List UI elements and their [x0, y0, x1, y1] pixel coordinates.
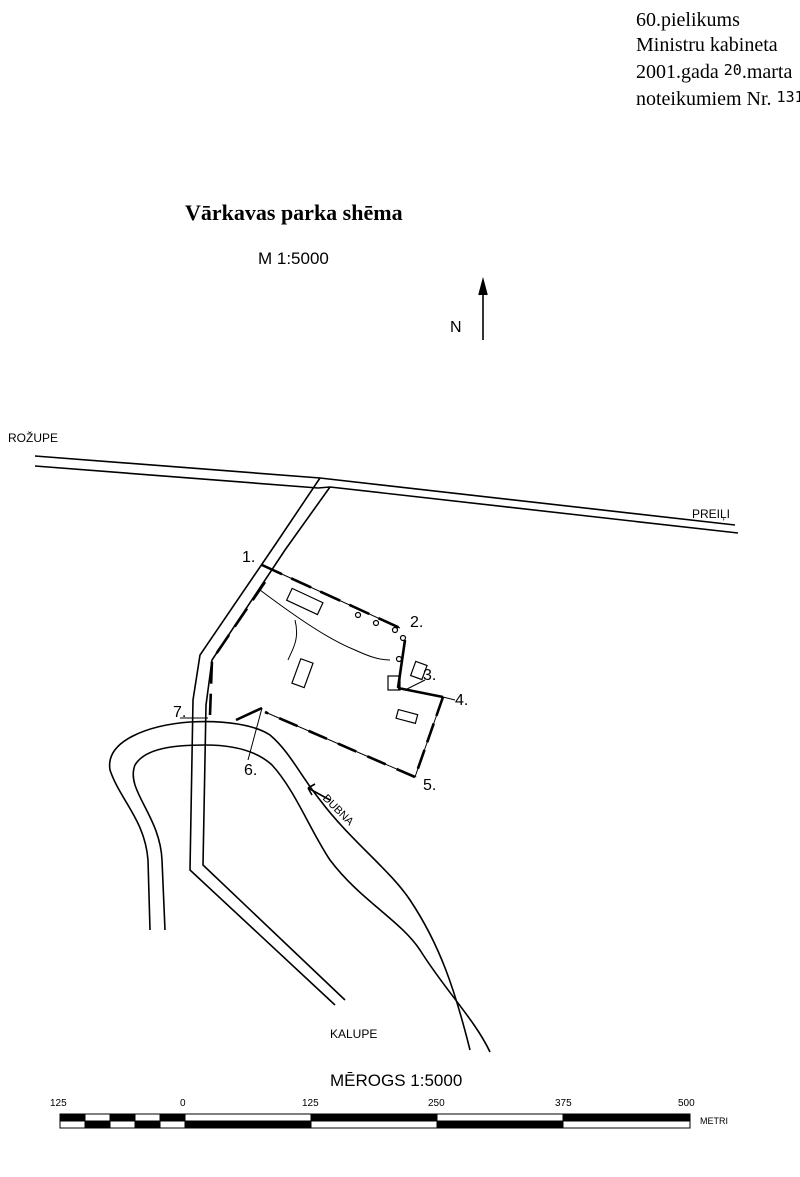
annex-date-year: 2001.gada — [636, 61, 724, 83]
scale-bar-title: MĒROGS 1:5000 — [330, 1071, 463, 1090]
scale-tick-label: 125 — [302, 1098, 319, 1109]
map-scale-label: M 1:5000 — [258, 249, 329, 268]
annex-regulation: noteikumiem Nr. 131 — [636, 85, 800, 112]
place-label-preili: PREIĻI — [692, 507, 731, 521]
annex-date-day: 20 — [723, 61, 742, 79]
road-rozupe-preili — [34, 455, 739, 534]
scale-unit: METRI — [700, 1116, 728, 1126]
place-label-rozupe: ROŽUPE — [8, 431, 59, 445]
annex-date-month: .marta — [741, 61, 793, 83]
scale-tick-label: 125 — [50, 1098, 67, 1109]
road-kalupe — [189, 477, 346, 1006]
park-buildings — [285, 587, 428, 725]
park-paths — [180, 564, 456, 778]
page-title: Vārkavas parka shēma — [185, 200, 403, 225]
north-label: N — [450, 319, 462, 336]
annex-regulation-number: 131 — [776, 88, 800, 106]
place-label-kalupe: KALUPE — [330, 1027, 378, 1041]
point-label-4: 4. — [455, 692, 469, 709]
scale-tick-label: 375 — [555, 1098, 572, 1109]
point-label-3: 3. — [423, 667, 437, 684]
annex-regulation-label: noteikumiem Nr. — [636, 88, 777, 110]
point-label-1: 1. — [242, 549, 256, 566]
point-label-5: 5. — [423, 777, 437, 794]
river-dubna — [109, 720, 491, 1053]
point-label-6: 6. — [244, 762, 258, 779]
annex-date: 2001.gada 20.marta — [636, 58, 800, 85]
scale-tick-label: 500 — [678, 1098, 695, 1109]
north-arrow-icon — [478, 276, 488, 340]
annex-number: 60.pielikums — [636, 9, 740, 31]
point-label-2: 2. — [410, 614, 424, 631]
scale-bar — [59, 1113, 691, 1129]
scale-tick-label: 250 — [428, 1098, 445, 1109]
park-boundary — [208, 563, 445, 779]
point-label-7: 7. — [173, 704, 187, 721]
scale-tick-label: 0 — [180, 1098, 186, 1109]
annex-header: 60.pielikums Ministru kabineta 2001.gada… — [636, 8, 800, 112]
annex-issuer: Ministru kabineta — [636, 34, 778, 56]
